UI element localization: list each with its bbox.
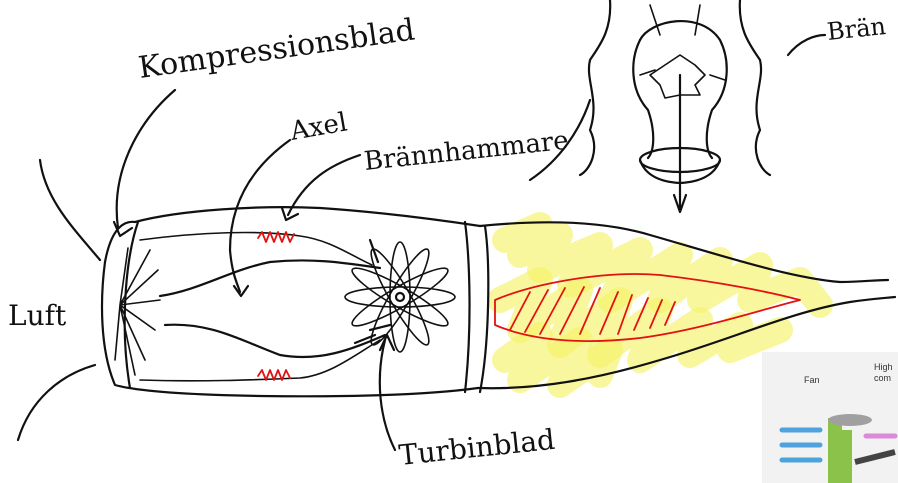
label-shaft: Axel xyxy=(287,107,349,147)
label-combustion-chamber: Brännhammare xyxy=(363,126,570,177)
inset-com-label: com xyxy=(874,373,891,383)
inset-fan-label: Fan xyxy=(804,375,820,385)
label-combustion-chamber-partial: Brän xyxy=(826,12,887,46)
inset-high-label: High xyxy=(874,362,893,372)
label-turbine-blades: Turbinblad xyxy=(397,423,556,472)
label-air: Luft xyxy=(8,299,67,332)
turbine-blades xyxy=(345,242,455,352)
combustion-chamber-detail xyxy=(580,0,825,212)
turbofan-inset-image: Fan High com xyxy=(762,352,898,483)
label-compressor-blades: Kompressionsblad xyxy=(136,13,417,86)
